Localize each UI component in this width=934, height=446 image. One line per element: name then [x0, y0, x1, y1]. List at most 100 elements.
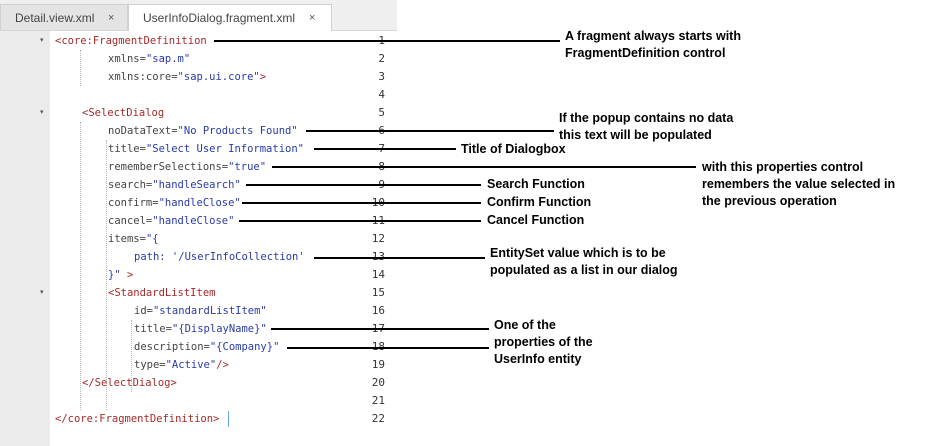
- line-number: 18: [349, 338, 385, 356]
- code-token: "standardListItem": [152, 305, 267, 317]
- code-token: type=: [134, 359, 166, 371]
- code-line[interactable]: items="{: [108, 230, 159, 248]
- line-number: 22: [371, 412, 385, 425]
- code-token: xmlns:core=: [108, 71, 178, 83]
- line-number: 20: [371, 376, 385, 389]
- code-token: rememberSelections=: [108, 161, 229, 173]
- code-line[interactable]: title="Select User Information": [108, 140, 304, 158]
- line-number: 15: [371, 286, 385, 299]
- line-number: 2: [378, 52, 385, 65]
- code-token: "true": [228, 161, 267, 173]
- close-icon[interactable]: ×: [309, 12, 316, 24]
- line-number: 19: [371, 358, 385, 371]
- line-number: 16: [371, 304, 385, 317]
- annotation-items-path: EntitySet value which is to be populated…: [490, 246, 678, 277]
- editor-tab-bar: Detail.view.xml × UserInfoDialog.fragmen…: [0, 0, 397, 31]
- code-token: >: [259, 71, 267, 83]
- annotation-entity-properties: One of the properties of the UserInfo en…: [494, 318, 593, 366]
- indent-guide: [131, 320, 132, 392]
- code-line[interactable]: title="{DisplayName}": [134, 320, 267, 338]
- code-token: "No Products Found": [177, 125, 298, 137]
- indent-guide: [106, 140, 107, 410]
- annotation-cancel: Cancel Function: [487, 213, 585, 227]
- annotation-remember-selections: with this properties control remembers t…: [702, 160, 896, 208]
- annotation-no-data-text: If the popup contains no data this text …: [559, 111, 734, 142]
- annotation-arrow: [242, 202, 481, 204]
- code-token: >: [120, 269, 134, 281]
- code-line[interactable]: <StandardListItem: [108, 284, 215, 302]
- code-line[interactable]: </core:FragmentDefinition>: [55, 410, 219, 428]
- line-number: 5: [378, 106, 385, 119]
- annotation-fragment-definition: A fragment always starts with FragmentDe…: [565, 29, 741, 60]
- code-token: }": [108, 269, 121, 281]
- code-token: path: '/UserInfoCollection': [134, 251, 305, 263]
- code-line[interactable]: </SelectDialog>: [82, 374, 177, 392]
- code-token: "Active": [165, 359, 217, 371]
- code-line[interactable]: }" >: [108, 266, 133, 284]
- code-token: search=: [108, 179, 153, 191]
- code-token: "handleSearch": [152, 179, 241, 191]
- tab-detail-view[interactable]: Detail.view.xml ×: [0, 4, 128, 30]
- code-token: "Select User Information": [145, 143, 304, 155]
- code-line[interactable]: xmlns:core="sap.ui.core">: [108, 68, 266, 86]
- annotation-arrow: [271, 328, 489, 330]
- code-line[interactable]: type="Active"/>: [134, 356, 229, 374]
- code-token: title=: [134, 323, 172, 335]
- annotation-arrow: [314, 148, 456, 150]
- code-token: cancel=: [108, 215, 153, 227]
- code-token: title=: [108, 143, 146, 155]
- code-token: "{Company}": [209, 341, 280, 353]
- code-token: "handleClose": [158, 197, 241, 209]
- annotation-arrow: [214, 40, 560, 42]
- code-line[interactable]: noDataText="No Products Found": [108, 122, 298, 140]
- code-line[interactable]: xmlns="sap.m": [108, 50, 190, 68]
- code-token: description=: [134, 341, 210, 353]
- code-token: "sap.ui.core": [177, 71, 260, 83]
- annotation-arrow: [272, 166, 696, 168]
- indent-guide: [80, 122, 81, 410]
- annotation-search: Search Function: [487, 177, 585, 191]
- tab-userinfo-fragment[interactable]: UserInfoDialog.fragment.xml ×: [128, 4, 332, 31]
- indent-guide: [80, 50, 81, 86]
- code-token: "{DisplayName}": [171, 323, 267, 335]
- text-cursor: [228, 411, 229, 427]
- annotation-arrow: [246, 184, 481, 186]
- code-token: </core:FragmentDefinition>: [55, 413, 220, 425]
- code-line[interactable]: confirm="handleClose": [108, 194, 241, 212]
- code-token: </SelectDialog>: [82, 377, 177, 389]
- fold-toggle-icon[interactable]: ▾: [40, 109, 44, 116]
- line-number: 13: [349, 248, 385, 266]
- code-token: "sap.m": [145, 53, 191, 65]
- annotation-arrow: [306, 130, 554, 132]
- line-number: 21: [371, 394, 385, 407]
- code-line[interactable]: <SelectDialog: [82, 104, 164, 122]
- code-token: />: [216, 359, 229, 371]
- code-token: items=: [108, 233, 146, 245]
- line-number: 12: [371, 232, 385, 245]
- annotation-arrow: [239, 220, 481, 222]
- code-token: <StandardListItem: [108, 287, 216, 299]
- fold-toggle-icon[interactable]: ▾: [40, 289, 44, 296]
- close-icon[interactable]: ×: [108, 12, 115, 24]
- code-token: noDataText=: [108, 125, 178, 137]
- fold-toggle-icon[interactable]: ▾: [40, 37, 44, 44]
- annotation-arrow: [287, 347, 489, 349]
- annotation-title: Title of Dialogbox: [461, 142, 566, 156]
- code-line[interactable]: search="handleSearch": [108, 176, 241, 194]
- code-token: <core:FragmentDefinition: [55, 35, 207, 47]
- tab-label: UserInfoDialog.fragment.xml: [143, 11, 296, 25]
- code-line[interactable]: rememberSelections="true": [108, 158, 266, 176]
- line-number: 14: [371, 268, 385, 281]
- code-line[interactable]: cancel="handleClose": [108, 212, 234, 230]
- code-token: xmlns=: [108, 53, 146, 65]
- code-line[interactable]: path: '/UserInfoCollection': [134, 248, 305, 266]
- code-token: <SelectDialog: [82, 107, 165, 119]
- code-line[interactable]: description="{Company}": [134, 338, 279, 356]
- annotation-arrow: [314, 257, 485, 259]
- code-line[interactable]: id="standardListItem": [134, 302, 267, 320]
- annotation-confirm: Confirm Function: [487, 195, 592, 209]
- code-line[interactable]: <core:FragmentDefinition: [55, 32, 207, 50]
- code-token: id=: [134, 305, 153, 317]
- code-token: confirm=: [108, 197, 159, 209]
